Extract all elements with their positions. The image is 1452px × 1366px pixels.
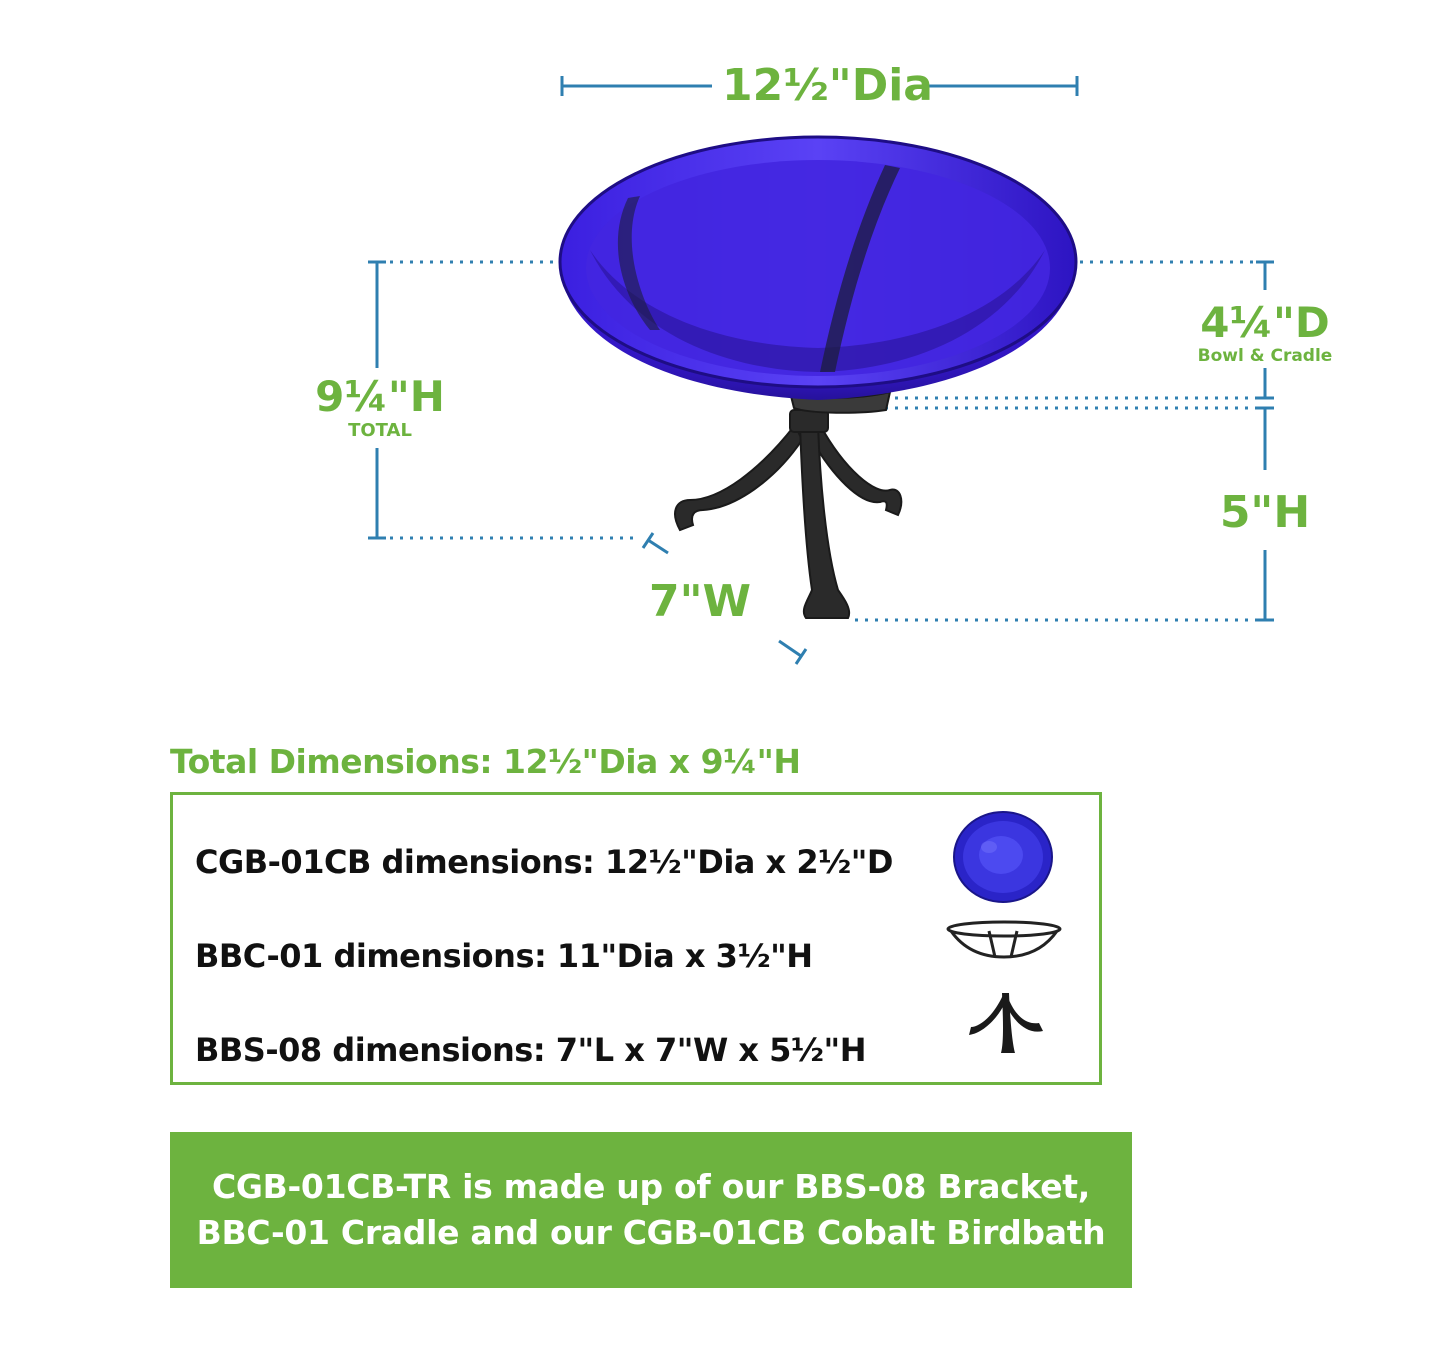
spec-row-cradle: BBC-01 dimensions: 11"Dia x 3½"H	[195, 937, 813, 975]
width-label: 7"W	[648, 576, 752, 627]
total-height-label: 9¼"H	[315, 372, 445, 421]
stand-bracket-illustration	[674, 389, 903, 619]
banner-line-2: BBC-01 Cradle and our CGB-01CB Cobalt Bi…	[196, 1213, 1106, 1252]
stand-icon	[969, 993, 1043, 1053]
diameter-label: 12½"Dia	[722, 60, 933, 111]
banner-line-1: CGB-01CB-TR is made up of our BBS-08 Bra…	[211, 1167, 1091, 1206]
cobalt-bowl-icon	[953, 811, 1053, 903]
spec-box: CGB-01CB dimensions: 12½"Dia x 2½"D BBC-…	[170, 792, 1102, 1085]
width-dimension-line	[641, 532, 808, 665]
depth-dimension-line	[1256, 260, 1274, 400]
dotted-guide-lines	[390, 260, 1258, 622]
cobalt-bowl-illustration	[558, 135, 1078, 400]
diameter-dimension-line	[560, 76, 1079, 96]
birdbath-dimension-diagram	[368, 76, 1274, 665]
depth-sublabel: Bowl & Cradle	[1197, 346, 1333, 366]
product-summary-banner: CGB-01CB-TR is made up of our BBS-08 Bra…	[170, 1132, 1132, 1288]
cradle-icon	[946, 920, 1062, 959]
stand-height-dimension-line	[1256, 406, 1274, 622]
spec-row-bowl: CGB-01CB dimensions: 12½"Dia x 2½"D	[195, 843, 893, 881]
total-height-sublabel: TOTAL	[348, 420, 412, 441]
depth-label: 4¼"D	[1200, 298, 1330, 347]
stand-height-label: 5"H	[1219, 487, 1311, 538]
total-dimensions-title: Total Dimensions: 12½"Dia x 9¼"H	[170, 742, 801, 781]
spec-row-stand: BBS-08 dimensions: 7"L x 7"W x 5½"H	[195, 1031, 867, 1069]
total-height-dimension-line	[368, 260, 386, 540]
